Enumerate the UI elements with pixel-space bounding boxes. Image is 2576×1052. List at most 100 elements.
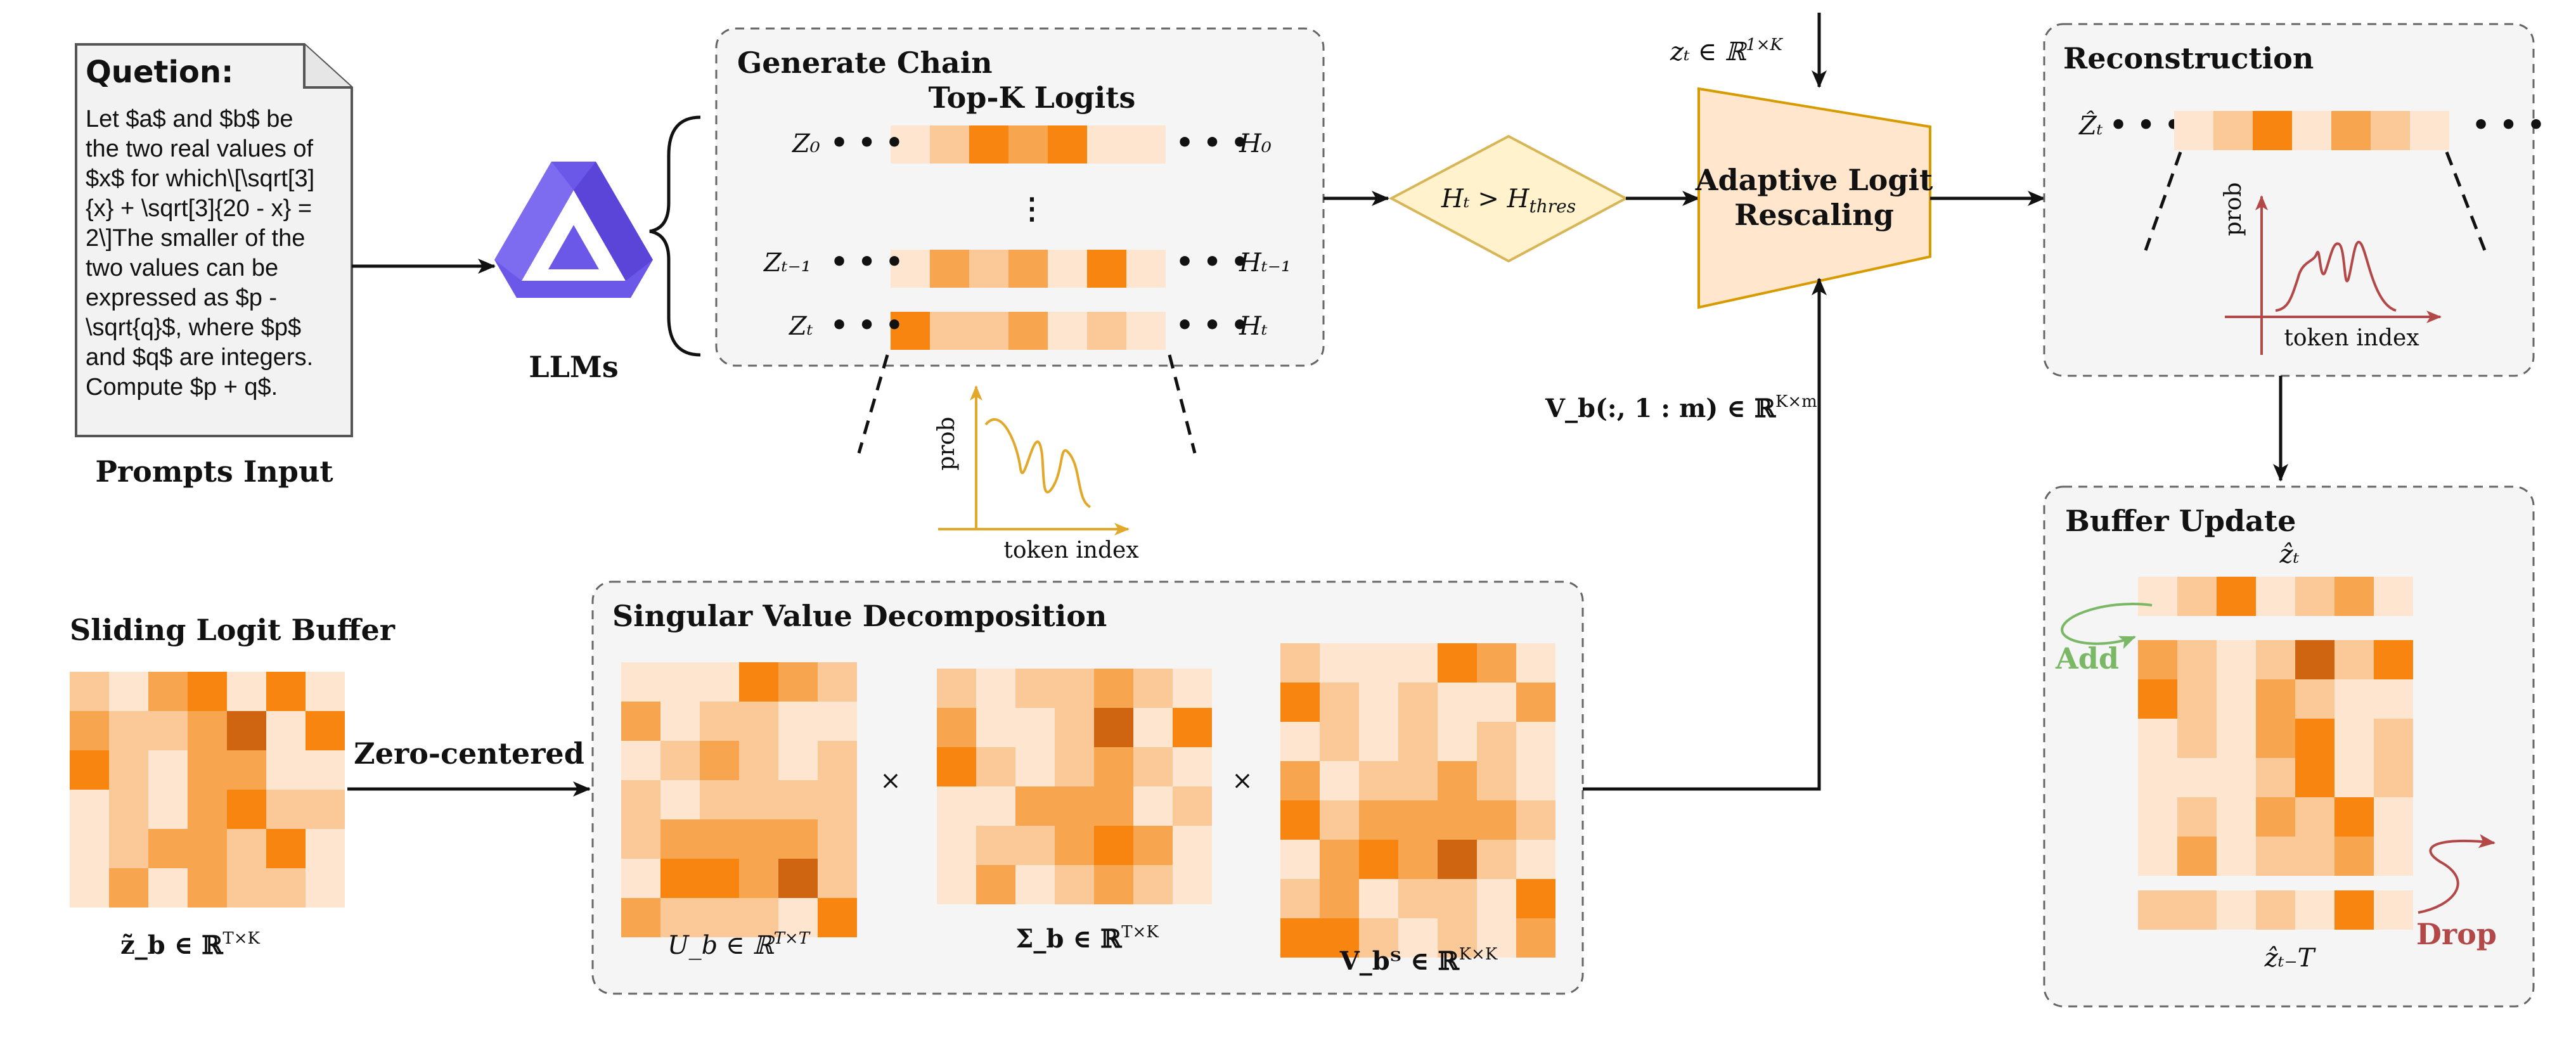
sliding-cell [148,672,188,711]
bu-matrix-cell [2256,640,2295,679]
v-cell [1280,761,1320,800]
v-cell [1477,879,1516,918]
v-cell [1280,722,1320,761]
sigma-cell [1094,865,1133,904]
llm-logo-icon [494,162,653,298]
bu-matrix-cell [2256,758,2295,797]
sliding-title: Sliding Logit Buffer [70,613,396,647]
recon-cell [2213,111,2253,150]
bu-matrix-cell [2217,640,2256,679]
sigma-cell [1173,708,1212,747]
u-cell [700,662,739,702]
drop-arrow-icon [2418,834,2496,914]
sliding-cell [227,868,266,908]
prompt-line: \sqrt{q}$, where $p$ [86,314,301,341]
u-cell [621,859,660,898]
sliding-cell [70,750,109,790]
sliding-cell [188,790,227,829]
u-cell [660,780,700,819]
v-cell [1280,879,1320,918]
sigma-cell [1015,747,1055,786]
row0-left-dots: • • • [830,127,903,159]
sigma-caption: Σ_b ∈ ℝT×K [1015,923,1159,954]
sigma-cell [1094,747,1133,786]
sliding-buffer-matrix [70,672,345,908]
v-cell [1516,683,1555,722]
v-cell [1320,643,1359,683]
v-cell [1320,879,1359,918]
v-cell [1438,879,1477,918]
u-cell [739,741,778,780]
sliding-cell [148,750,188,790]
logit-cell [930,250,969,288]
v-cell [1320,683,1359,722]
bu-matrix-cell [2334,837,2374,876]
v-cell [1280,643,1320,683]
times-1: × [880,766,901,795]
v-cell [1398,800,1438,840]
prompt-line: expressed as $p - [86,285,277,311]
row2-left-dots: • • • [830,309,903,342]
recon-cell [2331,111,2371,150]
sliding-cell [306,750,345,790]
logit-cell [1087,312,1126,350]
adaptive-rescaling-block [1697,87,1931,309]
vb-label: V_b(:, 1 : m) ∈ ℝK×m [1545,392,1817,423]
prompt-caption: Prompts Input [95,454,333,489]
u-cell [660,741,700,780]
u-matrix [621,662,857,937]
sliding-caption: z̃_b ∈ ℝT×K [120,929,261,960]
recon-left-dots: • • • [2109,109,2182,141]
sigma-cell [1055,708,1094,747]
sliding-cell [266,750,306,790]
v-cell [1359,761,1398,800]
sigma-cell [1015,669,1055,708]
bu-matrix-cell [2374,837,2413,876]
sliding-cell [109,750,148,790]
sliding-cell [266,868,306,908]
sliding-cell [148,790,188,829]
bu-matrix-cell [2334,640,2374,679]
sliding-cell [188,711,227,750]
sigma-cell [1133,747,1173,786]
logit-cell [891,125,930,164]
u-cell [621,741,660,780]
u-cell [621,780,660,819]
bu-matrix-cell [2217,797,2256,837]
logit-cell [969,312,1008,350]
sliding-cell [109,711,148,750]
logit-row-zt [891,312,1166,350]
v-cell [1359,683,1398,722]
sigma-cell [1015,865,1055,904]
generate-chain-title: Generate Chain [737,46,993,80]
sliding-cell [266,711,306,750]
prompt-line: 2\]The smaller of the [86,225,305,252]
sigma-cell [1173,826,1212,865]
sigma-cell [937,669,976,708]
u-cell [660,819,700,859]
sigma-cell [1055,786,1094,826]
sigma-cell [937,708,976,747]
bu-matrix-cell [2177,679,2217,719]
logit-cell [1048,250,1087,288]
logit-cell [1087,250,1126,288]
u-cell [660,859,700,898]
bu-matrix-cell [2295,797,2334,837]
sliding-cell [266,672,306,711]
u-cell [818,819,857,859]
sigma-cell [937,747,976,786]
bu-matrix-cell [2177,797,2217,837]
sliding-cell [148,711,188,750]
u-cell [818,662,857,702]
v-cell [1359,840,1398,879]
prompt-line: Compute $p + q$. [86,374,278,401]
sigma-cell [976,826,1015,865]
v-cell [1280,918,1320,958]
zt-label: zₜ ∈ ℝ1×K [1670,35,1784,67]
logit-cell [1048,125,1087,164]
u-cell [778,662,818,702]
v-cell [1398,683,1438,722]
recon-cell [2292,111,2331,150]
bu-cell [2374,577,2413,616]
